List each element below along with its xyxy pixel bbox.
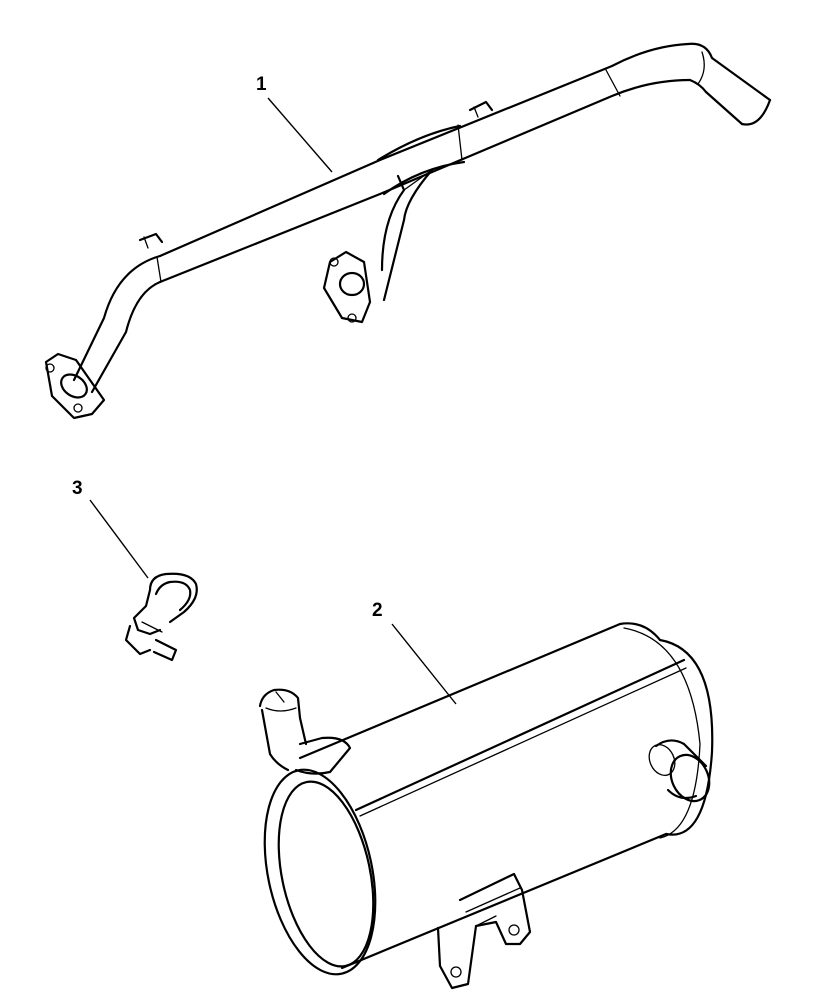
leader-line-1 xyxy=(267,97,333,173)
muffler-part-2 xyxy=(258,622,714,990)
leader-line-3 xyxy=(89,499,149,579)
callout-number-2: 2 xyxy=(372,600,383,621)
exhaust-pipe-part-1 xyxy=(44,42,772,420)
clamp-part-3 xyxy=(124,572,198,662)
leader-line-2 xyxy=(391,623,457,705)
callout-number-1: 1 xyxy=(256,74,267,95)
callout-number-3: 3 xyxy=(72,478,83,499)
